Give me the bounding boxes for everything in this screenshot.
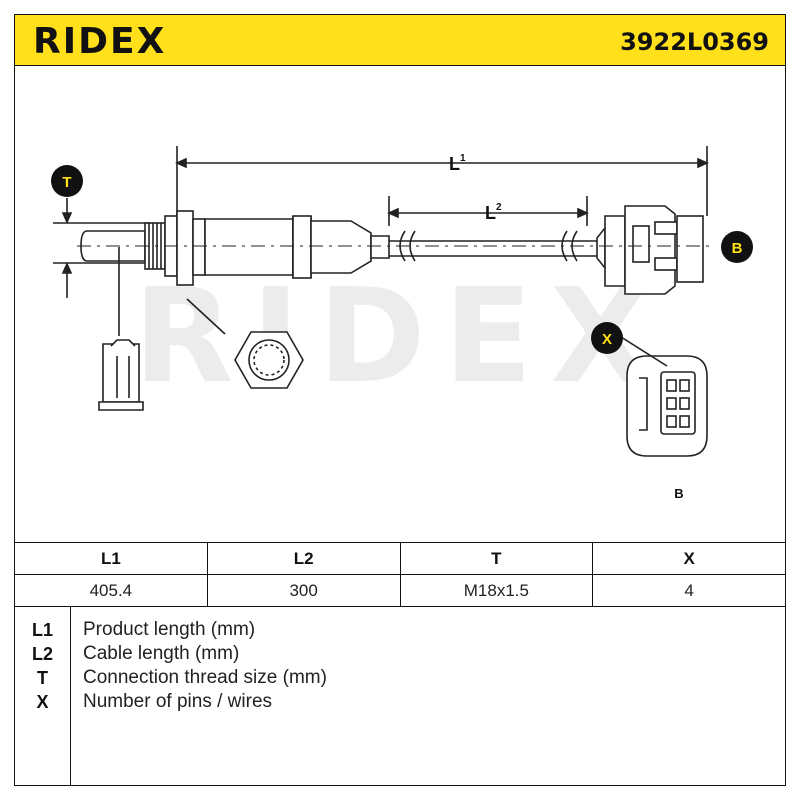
spec-header-l2: L2	[206, 542, 401, 575]
b-marker-label: B	[732, 240, 743, 257]
spec-value-x: 4	[592, 574, 786, 607]
legend-key: T	[37, 668, 48, 688]
connector-caption: B	[674, 486, 683, 501]
hex-nut-view	[234, 331, 304, 389]
plug-connector-front	[626, 355, 708, 457]
t-marker: T	[51, 165, 83, 197]
l1-label-sup: 1	[460, 153, 466, 164]
brand-logo: RIDEX	[33, 21, 167, 62]
x-marker: X	[591, 322, 623, 354]
spec-table: L1 L2 T X 405.4 300 M18x1.5 4	[14, 542, 786, 607]
l2-dimension	[387, 196, 589, 226]
technical-drawing: RIDEX	[14, 66, 786, 542]
sensor-body	[80, 210, 390, 286]
plug-connector-side	[596, 205, 704, 295]
legend-item: L1 Product length (mm)	[15, 618, 787, 642]
spec-table-header-row: L1 L2 T X	[14, 542, 786, 575]
spec-value-l1: 405.4	[14, 574, 208, 607]
t-marker-label: T	[62, 174, 71, 191]
x-marker-label: X	[602, 331, 612, 348]
l2-label-sup: 2	[496, 202, 502, 213]
legend-key: X	[36, 692, 49, 712]
spec-table-value-row: 405.4 300 M18x1.5 4	[14, 574, 786, 607]
spec-header-l1: L1	[14, 542, 208, 575]
legend-key: L2	[31, 644, 53, 664]
legend-desc: Product length (mm)	[83, 619, 256, 640]
legend: L1 Product length (mm) L2 Cable length (…	[14, 606, 786, 786]
l1-label: L	[449, 154, 460, 174]
sensor-tip-view	[98, 339, 144, 411]
legend-desc: Number of pins / wires	[83, 691, 273, 712]
legend-divider	[70, 606, 71, 786]
b-marker: B	[721, 231, 753, 263]
t-dimension	[53, 198, 150, 298]
spec-value-t: M18x1.5	[399, 574, 594, 607]
part-number: 3922L0369	[620, 28, 769, 56]
spec-header-x: X	[592, 542, 786, 575]
legend-desc: Connection thread size (mm)	[83, 667, 327, 688]
spec-value-l2: 300	[206, 574, 401, 607]
legend-desc: Cable length (mm)	[83, 643, 240, 664]
legend-item: T Connection thread size (mm)	[15, 666, 787, 690]
legend-item: L2 Cable length (mm)	[15, 642, 787, 666]
legend-item: X Number of pins / wires	[15, 690, 787, 714]
legend-key: L1	[31, 620, 53, 640]
spec-header-t: T	[399, 542, 594, 575]
l2-label: L	[485, 203, 496, 223]
sensor-drawing-svg: RIDEX	[51, 146, 753, 501]
l1-dimension	[175, 146, 709, 216]
header-bar: RIDEX 3922L0369	[14, 14, 786, 66]
watermark-text: RIDEX	[133, 260, 668, 412]
